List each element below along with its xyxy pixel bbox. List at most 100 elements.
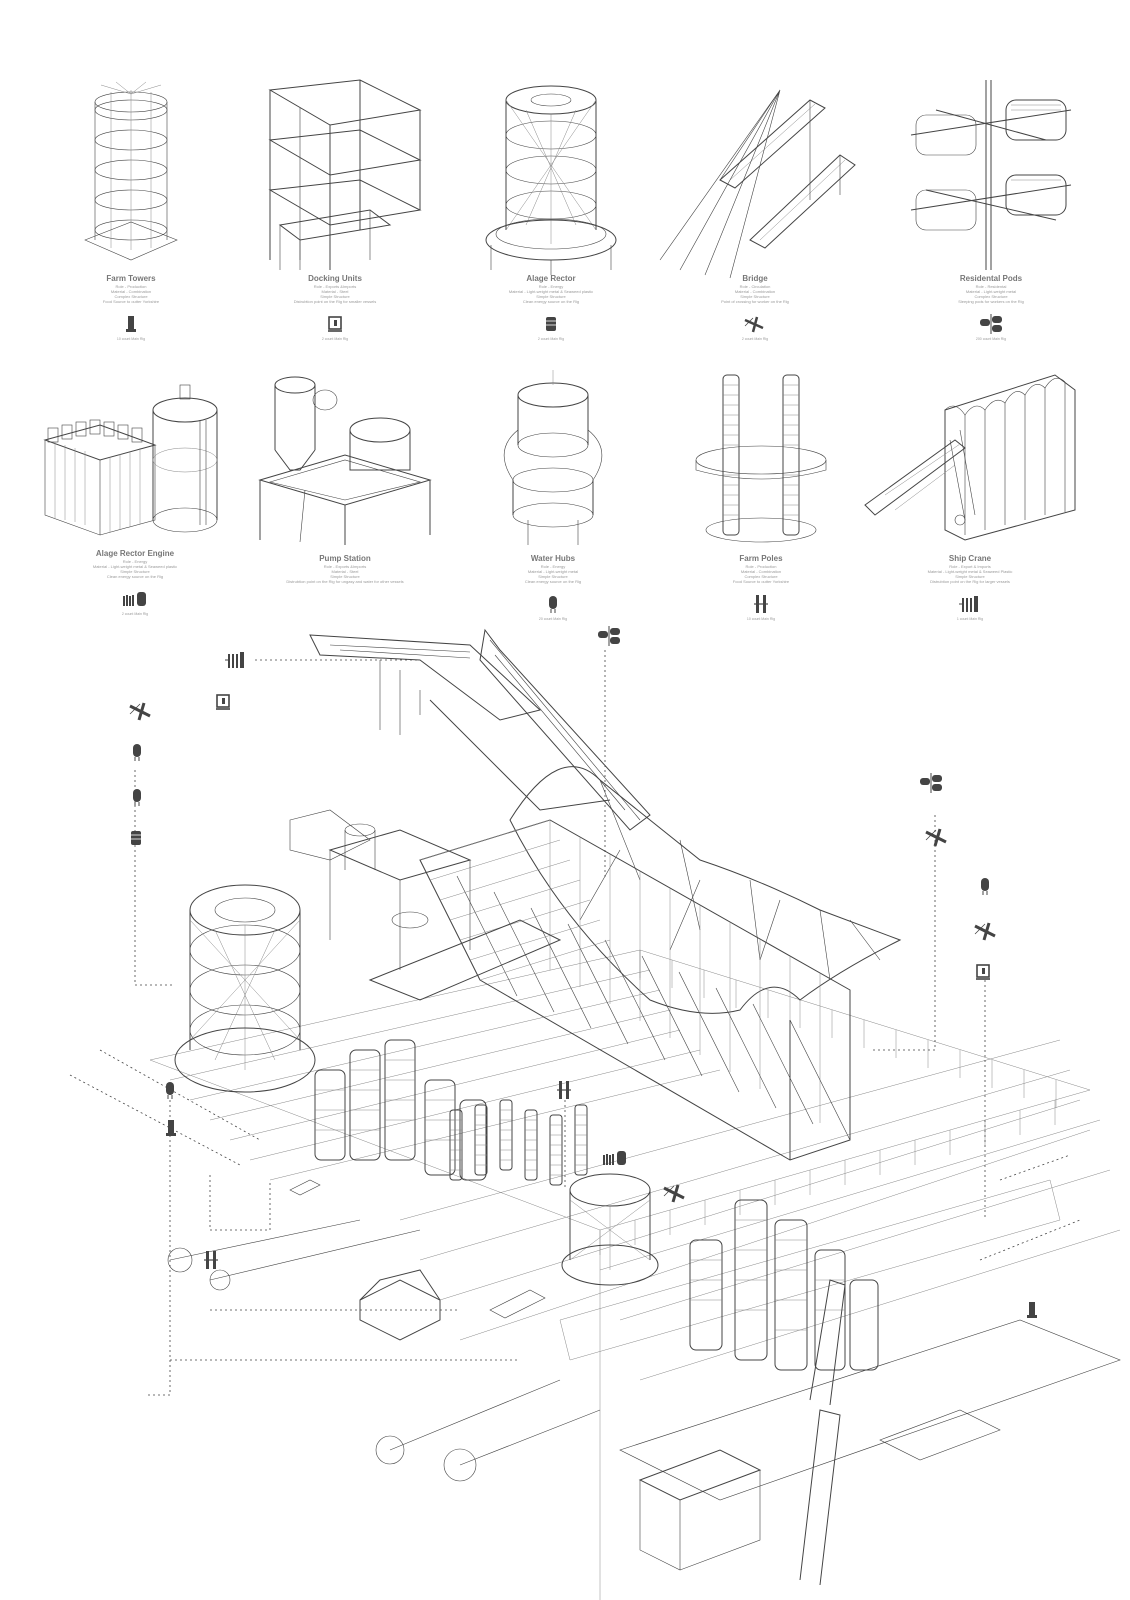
component-count: 2 count Main Rig bbox=[121, 612, 149, 616]
component-detail: Food Source to outter Yorkshire bbox=[732, 579, 790, 584]
water-hub-icon bbox=[549, 596, 557, 613]
component-detail: Role - Energy bbox=[540, 564, 566, 569]
rig-farm-poles-cluster bbox=[449, 1099, 588, 1186]
component-title: Water Hubs bbox=[530, 554, 576, 563]
component-title: Farm Poles bbox=[739, 554, 783, 563]
bridge-icon bbox=[925, 828, 947, 847]
docking-unit-drawing bbox=[268, 79, 422, 270]
rig-linework bbox=[530, 907, 592, 1029]
algae-engine-icon bbox=[603, 1151, 626, 1165]
residential-pod-drawing bbox=[910, 80, 1072, 270]
component-detail: Role - Exports &Imports bbox=[313, 284, 357, 289]
farm-pole-icon bbox=[557, 1081, 571, 1099]
component-title: Pump Station bbox=[319, 554, 371, 563]
component-detail: Material - Steel bbox=[331, 569, 359, 574]
component-detail: Distrubtion point on the Rig for smaller… bbox=[293, 299, 377, 304]
rig-canopy bbox=[509, 766, 902, 1014]
rig-linework bbox=[459, 899, 591, 941]
rig-lower-crane bbox=[619, 1279, 1121, 1586]
component-detail: Distrubtion point on the Rig for larger … bbox=[930, 579, 1010, 584]
component-title: Alage Rector bbox=[526, 274, 576, 283]
main-rig-axonometric bbox=[69, 628, 1121, 1600]
component-title: Residental Pods bbox=[959, 274, 1023, 283]
farm-pole bbox=[499, 1099, 513, 1171]
algae-engine-icon bbox=[123, 592, 146, 606]
component-detail: Material - Light-weight metal & Seaweed … bbox=[927, 569, 1013, 574]
component-detail: Role - Production bbox=[115, 284, 147, 289]
component-detail: Role - Exports &Imports bbox=[323, 564, 367, 569]
component-residental-pods: Residental Pods Role - Residental Materi… bbox=[896, 80, 1086, 341]
component-detail: Simple Structure bbox=[120, 569, 150, 574]
component-detail: Role - Residental bbox=[975, 284, 1007, 289]
rig-linework bbox=[678, 971, 740, 1093]
rig-docking-block bbox=[289, 809, 562, 1001]
component-count: 1 count Main Rig bbox=[956, 617, 984, 621]
water-hub-drawing bbox=[503, 370, 603, 545]
component-detail: Role - Export & Imports bbox=[949, 564, 991, 569]
component-docking-units: Docking Units Role - Exports &Imports Ma… bbox=[240, 79, 430, 341]
component-detail: Food Source to outter Yorkshire bbox=[102, 299, 160, 304]
component-detail: Simple Structure bbox=[538, 574, 568, 579]
ship-crane-icon bbox=[959, 596, 978, 612]
component-ship-crane: Ship Crane Role - Export & Imports Mater… bbox=[860, 370, 1080, 621]
component-detail: Simple Structure bbox=[536, 294, 566, 299]
component-detail: Simple Structure bbox=[955, 574, 985, 579]
farm-pole-drawing bbox=[695, 374, 827, 543]
algae-reactor-icon bbox=[131, 831, 141, 845]
water-hub-icon bbox=[166, 1082, 174, 1099]
water-hub-icon bbox=[981, 878, 989, 895]
docking-unit-icon bbox=[216, 694, 230, 710]
rig-ship-crane bbox=[309, 628, 651, 831]
component-detail: Complex Structure bbox=[974, 294, 1008, 299]
rig-linework bbox=[604, 939, 666, 1061]
rig-linework bbox=[479, 939, 611, 981]
rig-farm-grid bbox=[419, 819, 851, 1161]
component-count: 200 count Main Rig bbox=[975, 337, 1007, 341]
bridge-icon bbox=[663, 1184, 685, 1203]
component-detail: Material - Combination bbox=[734, 289, 776, 294]
component-title: Docking Units bbox=[308, 274, 362, 283]
water-hub-icon bbox=[133, 789, 141, 806]
farm-pole bbox=[474, 1104, 488, 1176]
bridge-icon bbox=[744, 316, 764, 333]
component-title: Ship Crane bbox=[948, 554, 992, 563]
rig-linework bbox=[641, 955, 703, 1077]
algae-engine-drawing bbox=[43, 384, 218, 536]
rig-deck bbox=[149, 949, 1121, 1600]
rig-farm-towers-cluster-b bbox=[689, 1199, 879, 1371]
component-farm-towers: Farm Towers Role - Production Material -… bbox=[36, 80, 226, 341]
component-farm-poles: Farm Poles Role - Production Material - … bbox=[666, 370, 856, 621]
component-detail: Material - Light-weight metal bbox=[527, 569, 579, 574]
component-alage-rector-engine: Alage Rector Engine Role - Energy Materi… bbox=[40, 370, 230, 616]
farm-pole bbox=[549, 1114, 563, 1186]
residential-pod-icon bbox=[598, 626, 620, 646]
component-detail: Material - Steel bbox=[321, 289, 349, 294]
component-detail: Clean energy source on the Rig bbox=[524, 579, 582, 584]
residential-pod-icon bbox=[920, 773, 942, 793]
rig-linework bbox=[567, 923, 629, 1045]
component-alage-rector: Alage Rector Role - Energy Material - Li… bbox=[456, 80, 646, 341]
component-water-hubs: Water Hubs Role - Energy Material - Ligh… bbox=[458, 370, 648, 621]
algae-reactor-icon bbox=[546, 317, 556, 331]
farm-tower-icon bbox=[1027, 1302, 1037, 1318]
component-detail: Material - Light-weight metal & Seaweed … bbox=[508, 289, 594, 294]
component-detail: Point of crossing for worker on the Rig bbox=[721, 299, 789, 304]
rig-linework bbox=[789, 1019, 851, 1141]
farm-pole-icon bbox=[204, 1251, 218, 1269]
rig-linework bbox=[752, 1003, 814, 1125]
residential-pod-icon bbox=[980, 314, 1002, 334]
component-count: 2 count Main Rig bbox=[537, 337, 565, 341]
component-pump-station: Pump Station Role - Exports &Imports Mat… bbox=[250, 370, 440, 584]
component-title: Farm Towers bbox=[106, 274, 156, 283]
farm-pole bbox=[524, 1109, 538, 1181]
component-detail: Role - Production bbox=[745, 564, 777, 569]
component-detail: Role - Energy bbox=[122, 559, 148, 564]
rig-linework bbox=[439, 859, 571, 901]
component-detail: Role - Energy bbox=[538, 284, 564, 289]
farm-pole bbox=[449, 1109, 463, 1181]
rig-linework bbox=[429, 839, 561, 881]
component-detail: Clean energy source on the Rig bbox=[522, 299, 580, 304]
docking-unit-icon bbox=[976, 964, 990, 980]
component-detail: Material - Light-weight metal & Seaweed … bbox=[92, 564, 178, 569]
